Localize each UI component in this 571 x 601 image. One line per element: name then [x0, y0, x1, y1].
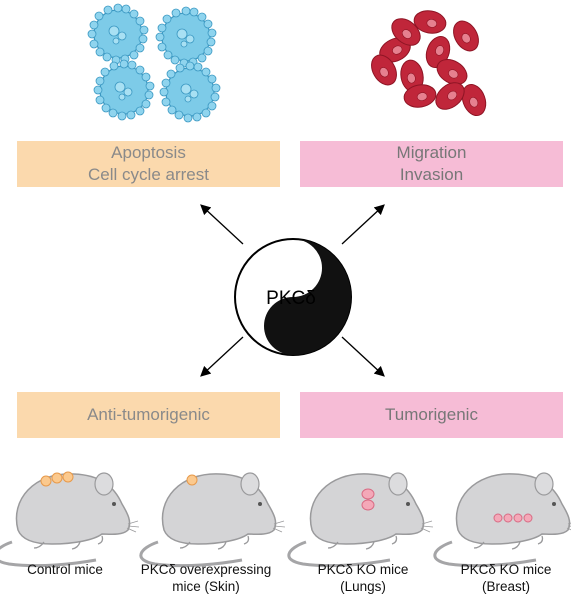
tumorigenic-box: Tumorigenic — [300, 392, 563, 438]
caption-control-mice: Control mice — [6, 561, 124, 578]
anti-tumorigenic-label: Anti-tumorigenic — [87, 405, 210, 424]
tumorigenic-label: Tumorigenic — [385, 405, 478, 424]
caption-ko-breast: PKCδ KO mice (Breast) — [446, 561, 566, 595]
arrows — [200, 204, 385, 377]
migrating-cells — [365, 7, 491, 120]
invasion-label: Invasion — [399, 165, 464, 184]
mouse-ko-breast — [433, 471, 571, 568]
mouse-pkc-overexpressing — [139, 471, 287, 568]
apoptosis-box: Apoptosis Cell cycle arrest — [17, 141, 280, 187]
caption-line: PKCδ KO mice — [460, 562, 552, 577]
caption-line: (Lungs) — [340, 579, 386, 594]
migration-label: Migration — [396, 143, 467, 162]
caption-line: (Breast) — [481, 579, 530, 594]
anti-tumorigenic-box: Anti-tumorigenic — [17, 392, 280, 438]
cell-cycle-arrest-label: Cell cycle arrest — [88, 165, 209, 184]
mouse-control — [0, 471, 141, 568]
mouse-ko-lungs — [287, 471, 435, 568]
caption-line: Control mice — [27, 562, 103, 577]
caption-line: PKCδ overexpressing — [140, 562, 272, 577]
pkc-delta-label: PKCδ — [266, 288, 316, 309]
caption-pkc-overexpressing: PKCδ overexpressing mice (Skin) — [130, 561, 282, 595]
caption-line: PKCδ KO mice — [317, 562, 409, 577]
caption-line: mice (Skin) — [172, 579, 240, 594]
pkc-yin-yang — [234, 238, 352, 356]
apoptosis-label: Apoptosis — [111, 143, 186, 162]
migration-box: Migration Invasion — [300, 141, 563, 187]
caption-ko-lungs: PKCδ KO mice (Lungs) — [292, 561, 434, 595]
apoptotic-cells — [87, 3, 221, 123]
